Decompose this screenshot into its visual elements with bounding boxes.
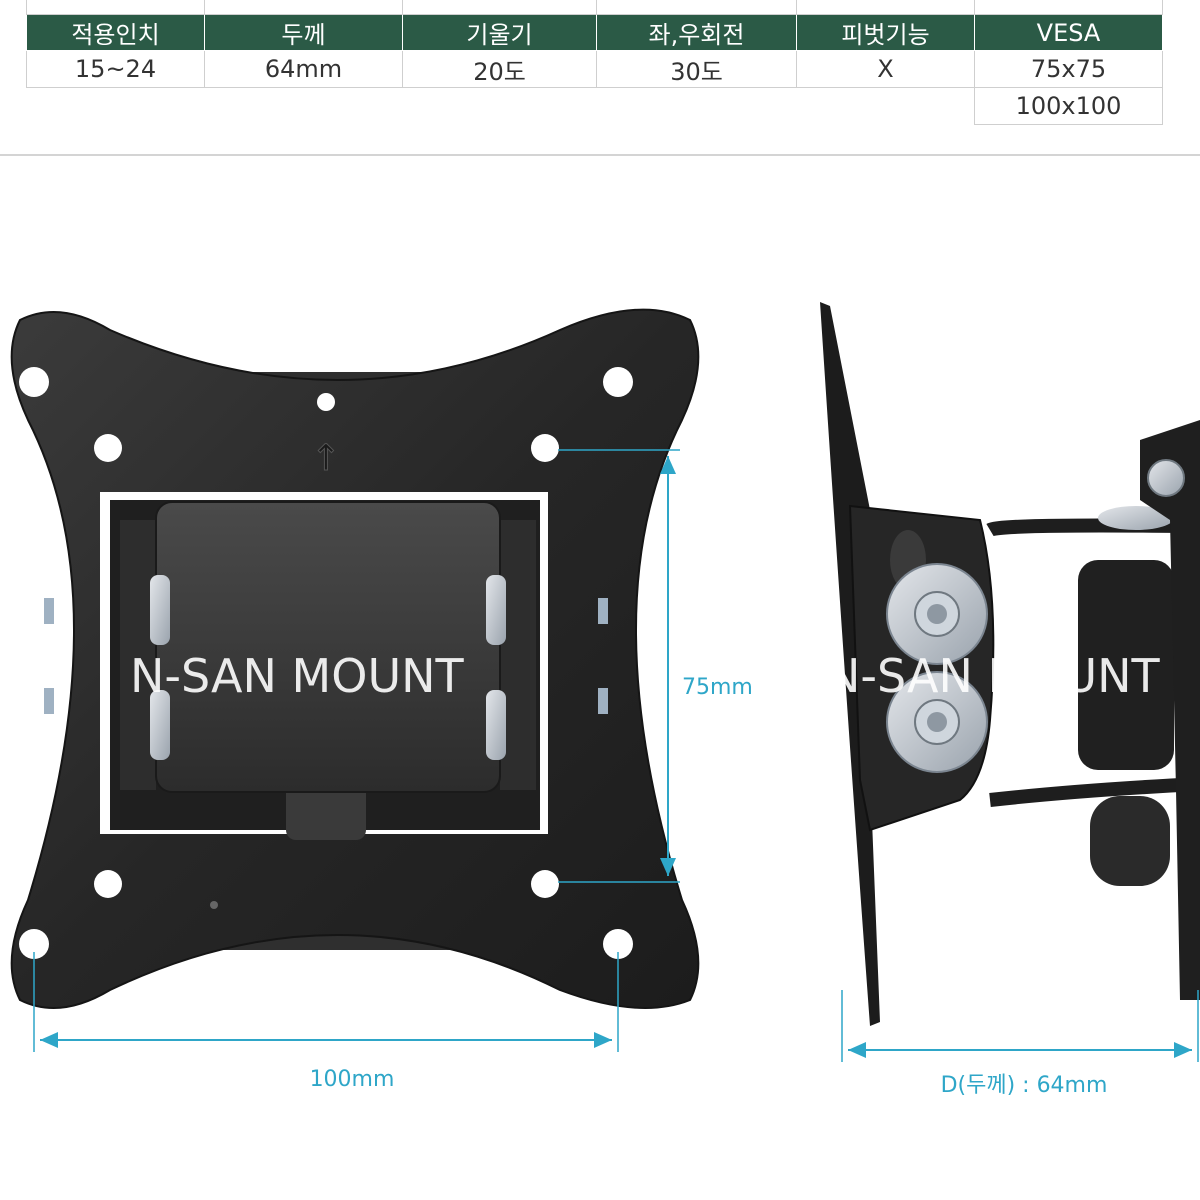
mechanism-post: [286, 780, 366, 840]
bolt-right-top: [598, 598, 608, 624]
washer-right-top: [486, 575, 506, 645]
spec-table-extra-row: 100x100: [27, 87, 1163, 125]
header-thickness: 두께: [204, 14, 403, 51]
section-divider: [0, 154, 1200, 156]
side-mount-view: [820, 302, 1200, 1026]
bolt-left-top: [44, 598, 54, 624]
value-vesa: 75x75: [974, 50, 1163, 88]
mount-illustration: ↑ N-SAN MOUNT 75mm 100mm: [10, 302, 1200, 1098]
front-mount-view: ↑: [10, 308, 700, 1009]
bolt-left-bottom: [44, 688, 54, 714]
dimension-width: 100mm: [33, 952, 619, 1092]
dimension-depth: D(두께) : 64mm: [841, 990, 1199, 1098]
vesa-hole-75-bl: [94, 870, 122, 898]
small-dot: [210, 901, 218, 909]
side-plate: [820, 302, 880, 1026]
spec-table: 적용인치 두께 기울기 좌,우회전 피벗기능 VESA 15~24 64mm 2…: [26, 0, 1163, 125]
header-size: 적용인치: [26, 14, 205, 51]
header-vesa: VESA: [974, 14, 1163, 51]
arm-bottom: [989, 777, 1200, 807]
header-swivel: 좌,우회전: [596, 14, 797, 51]
value-tilt: 20도: [402, 50, 597, 88]
vesa-hole-75-br: [531, 870, 559, 898]
bolt-top-center: [927, 604, 947, 624]
dimension-height-label: 75mm: [682, 675, 753, 700]
vesa-hole-100-bl: [19, 929, 49, 959]
value-thickness: 64mm: [204, 50, 403, 88]
tilt-block: [155, 501, 501, 793]
washer-right-bottom: [486, 690, 506, 760]
value-swivel: 30도: [596, 50, 797, 88]
watermark-side: N-SAN MOUNT: [826, 649, 1161, 703]
washer-left-top: [150, 575, 170, 645]
vesa-hole-100-tl: [19, 367, 49, 397]
header-tilt: 기울기: [402, 14, 597, 51]
swivel-base: [1090, 796, 1170, 886]
dimension-width-label: 100mm: [310, 1067, 395, 1092]
wall-bracket: [1140, 420, 1200, 1000]
spec-table-top-row: [26, 0, 1163, 15]
value-size: 15~24: [26, 50, 205, 88]
spec-table-header-row: 적용인치 두께 기울기 좌,우회전 피벗기능 VESA: [26, 14, 1163, 51]
center-hole-top: [317, 393, 335, 411]
watermark-front: N-SAN MOUNT: [130, 649, 465, 703]
bolt-right-bottom: [598, 688, 608, 714]
washer-left-bottom: [150, 690, 170, 760]
vesa-hole-75-tr: [531, 434, 559, 462]
swivel-barrel: [1078, 560, 1174, 770]
bolt-bottom-center: [927, 712, 947, 732]
vesa-hole-100-tr: [603, 367, 633, 397]
vesa-hole-75-tl: [94, 434, 122, 462]
wall-screw: [1147, 459, 1185, 497]
up-arrow-icon: ↑: [311, 438, 341, 479]
dimension-depth-label: D(두께) : 64mm: [941, 1073, 1108, 1098]
vesa-hole-100-br: [603, 929, 633, 959]
dimension-height: 75mm: [558, 449, 753, 883]
swivel-washer-top: [1098, 506, 1174, 530]
header-pivot: 피벗기능: [796, 14, 975, 51]
spec-table-value-row: 15~24 64mm 20도 30도 X 75x75: [26, 50, 1163, 88]
value-pivot: X: [796, 50, 975, 88]
value-vesa-extra: 100x100: [974, 87, 1163, 125]
